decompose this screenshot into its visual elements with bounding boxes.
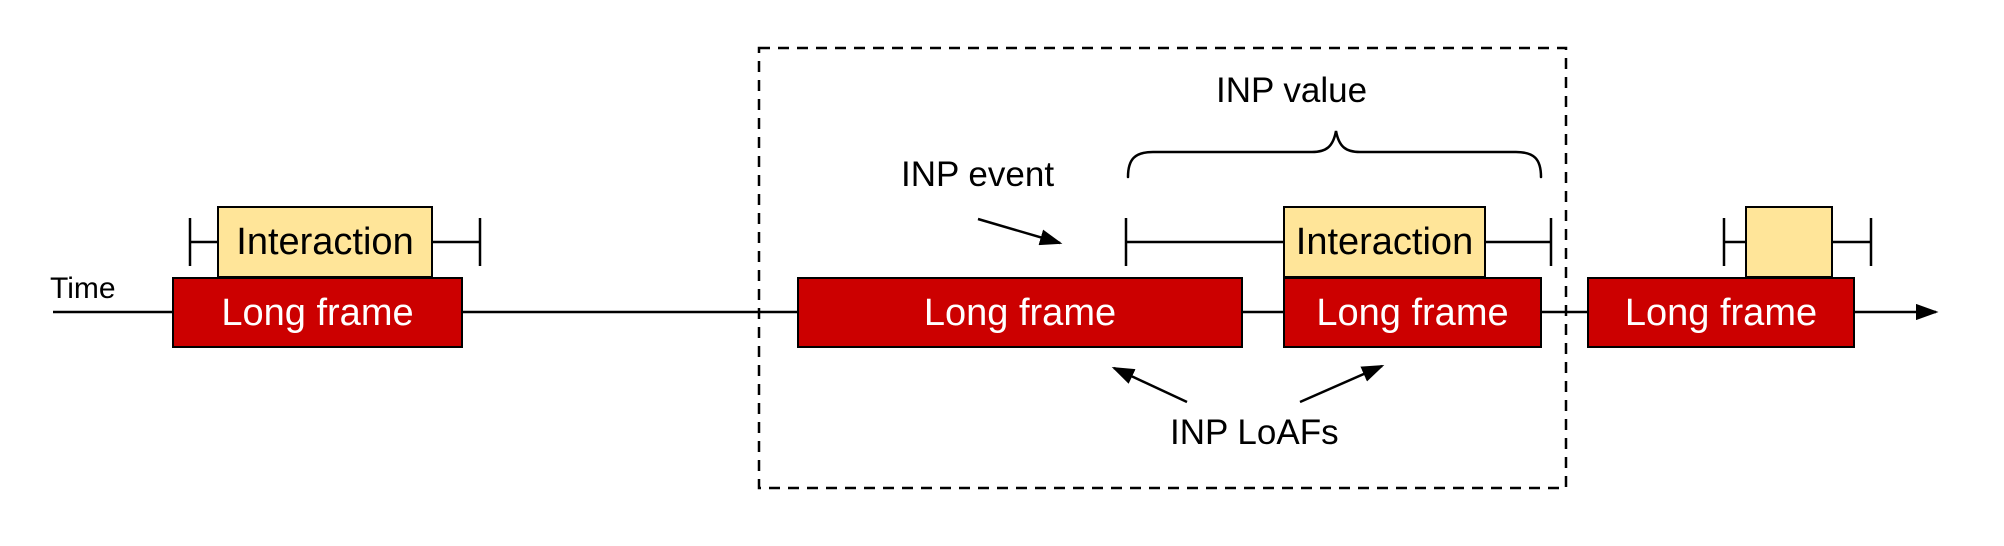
inp-event-arrow	[977, 217, 1063, 246]
time-axis-label: Time	[50, 272, 116, 305]
long-frame-1: Long frame	[172, 277, 463, 348]
long-frame-2: Long frame	[797, 277, 1243, 348]
inp-value-brace	[1126, 130, 1543, 179]
inp-value-label: INP value	[1216, 71, 1368, 110]
interaction-box-3	[1745, 206, 1833, 278]
inp-scope-dashed-box	[757, 46, 1568, 490]
long-frame-3: Long frame	[1283, 277, 1542, 348]
long-frame-4: Long frame	[1587, 277, 1855, 348]
inp-loafs-label: INP LoAFs	[1170, 413, 1339, 452]
interaction-box-2: Interaction	[1283, 206, 1486, 278]
interaction-box-1: Interaction	[217, 206, 433, 278]
inp-loaf-arrow-left	[1111, 366, 1188, 404]
inp-event-label: INP event	[901, 155, 1055, 194]
inp-loaf-arrow-right	[1299, 364, 1385, 404]
